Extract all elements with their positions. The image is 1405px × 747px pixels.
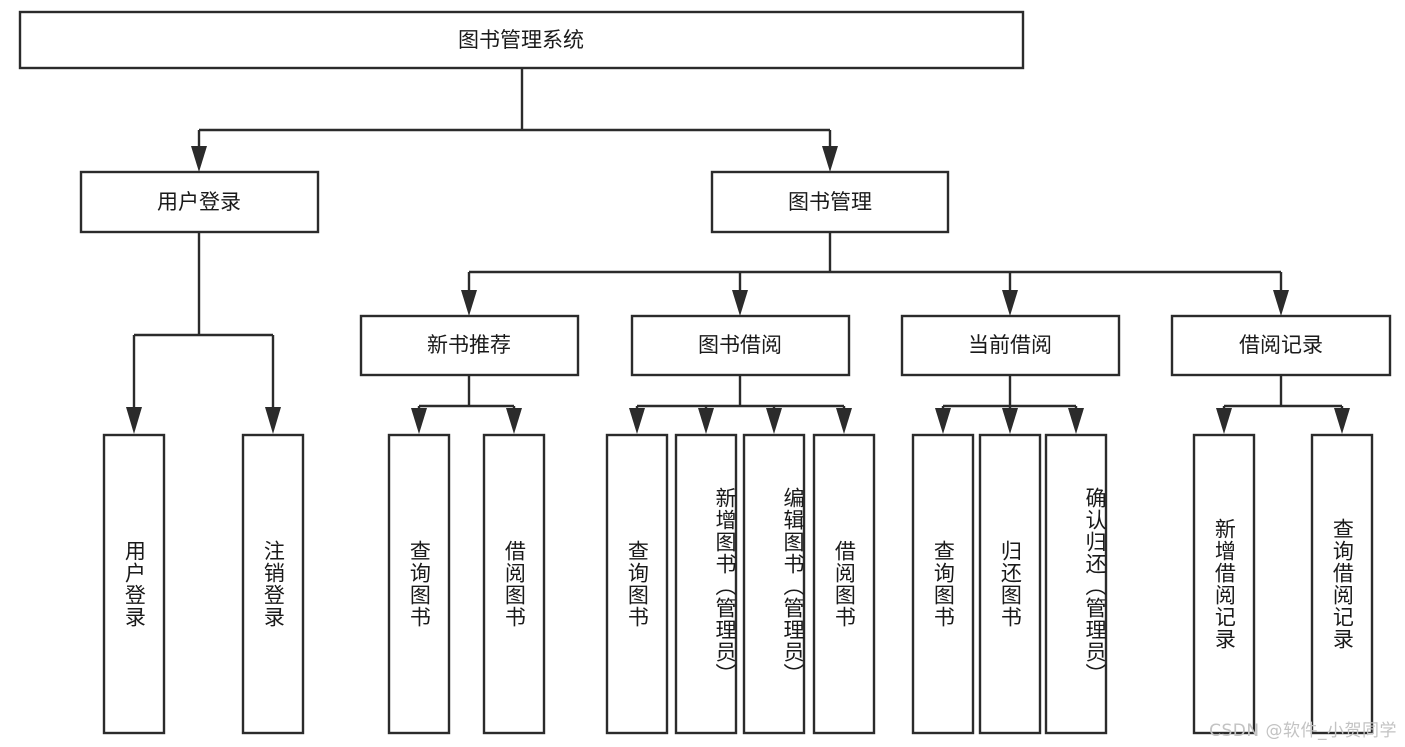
node-box-leaf-logout-login[interactable] xyxy=(241,433,305,735)
arrow-head-leaf-borrow-book-1 xyxy=(506,408,522,434)
node-borrow-record[interactable]: 借阅记录 xyxy=(1170,314,1392,377)
arrow-head-book-borrow xyxy=(732,290,748,316)
node-box-leaf-add-book[interactable] xyxy=(674,433,738,735)
node-box-leaf-edit-book[interactable] xyxy=(742,433,806,735)
node-root[interactable]: 图书管理系统 xyxy=(18,10,1025,70)
watermark-text: CSDN @软件_小贺同学 xyxy=(1209,721,1397,741)
node-box-leaf-query-book-1[interactable] xyxy=(387,433,451,735)
node-label-new-book-recommend: 新书推荐 xyxy=(427,333,511,357)
arrow-head-leaf-logout-login xyxy=(265,407,281,434)
arrow-head-leaf-user-login xyxy=(126,407,142,434)
node-new-book-recommend[interactable]: 新书推荐 xyxy=(359,314,580,377)
arrow-head-borrow-record xyxy=(1273,290,1289,316)
arrow-head-leaf-add-record xyxy=(1216,408,1232,434)
node-label-book-borrow: 图书借阅 xyxy=(698,333,782,357)
node-box-root[interactable] xyxy=(18,10,1025,70)
node-box-leaf-borrow-book-2[interactable] xyxy=(812,433,876,735)
arrow-head-leaf-query-book-3 xyxy=(935,408,951,434)
node-box-leaf-query-book-3[interactable] xyxy=(911,433,975,735)
connector-group-book-management xyxy=(461,232,1289,316)
node-label-root: 图书管理系统 xyxy=(458,28,584,52)
connector-group-borrow-record xyxy=(1216,375,1350,434)
node-box-book-management[interactable] xyxy=(710,170,950,234)
connector-group-book-borrow xyxy=(629,375,852,434)
node-box-book-borrow[interactable] xyxy=(630,314,851,377)
arrow-head-leaf-edit-book xyxy=(766,408,782,434)
node-box-leaf-return-book[interactable] xyxy=(978,433,1042,735)
arrow-head-book-management xyxy=(822,146,838,172)
node-box-user-login[interactable] xyxy=(79,170,320,234)
arrow-head-new-book-recommend xyxy=(461,290,477,316)
node-user-login[interactable]: 用户登录 xyxy=(79,170,320,234)
node-box-leaf-query-book-2[interactable] xyxy=(605,433,669,735)
node-label-borrow-record: 借阅记录 xyxy=(1239,333,1323,357)
node-box-borrow-record[interactable] xyxy=(1170,314,1392,377)
node-label-user-login: 用户登录 xyxy=(157,190,241,214)
arrow-head-leaf-query-record xyxy=(1334,408,1350,434)
node-box-new-book-recommend[interactable] xyxy=(359,314,580,377)
arrow-head-leaf-query-book-2 xyxy=(629,408,645,434)
node-book-management[interactable]: 图书管理 xyxy=(710,170,950,234)
node-box-leaf-query-record[interactable] xyxy=(1310,433,1374,735)
arrow-head-leaf-borrow-book-2 xyxy=(836,408,852,434)
arrow-head-leaf-return-book xyxy=(1002,408,1018,434)
node-box-leaf-confirm-return[interactable] xyxy=(1044,433,1108,735)
node-box-leaf-borrow-book-1[interactable] xyxy=(482,433,546,735)
node-label-current-borrow: 当前借阅 xyxy=(968,333,1052,357)
node-box-leaf-add-record[interactable] xyxy=(1192,433,1256,735)
node-box-current-borrow[interactable] xyxy=(900,314,1121,377)
node-label-book-management: 图书管理 xyxy=(788,190,872,214)
arrow-head-user-login xyxy=(191,146,207,172)
node-current-borrow[interactable]: 当前借阅 xyxy=(900,314,1121,377)
arrow-head-leaf-add-book xyxy=(698,408,714,434)
arrow-head-current-borrow xyxy=(1002,290,1018,316)
connector-group-user-login xyxy=(126,232,281,434)
connector-group-new-book-recommend xyxy=(411,375,522,434)
connector-group-current-borrow xyxy=(935,375,1084,434)
node-book-borrow[interactable]: 图书借阅 xyxy=(630,314,851,377)
connector-group-root xyxy=(191,68,838,172)
arrow-head-leaf-query-book-1 xyxy=(411,408,427,434)
arrow-head-leaf-confirm-return xyxy=(1068,408,1084,434)
node-box-leaf-user-login[interactable] xyxy=(102,433,166,735)
